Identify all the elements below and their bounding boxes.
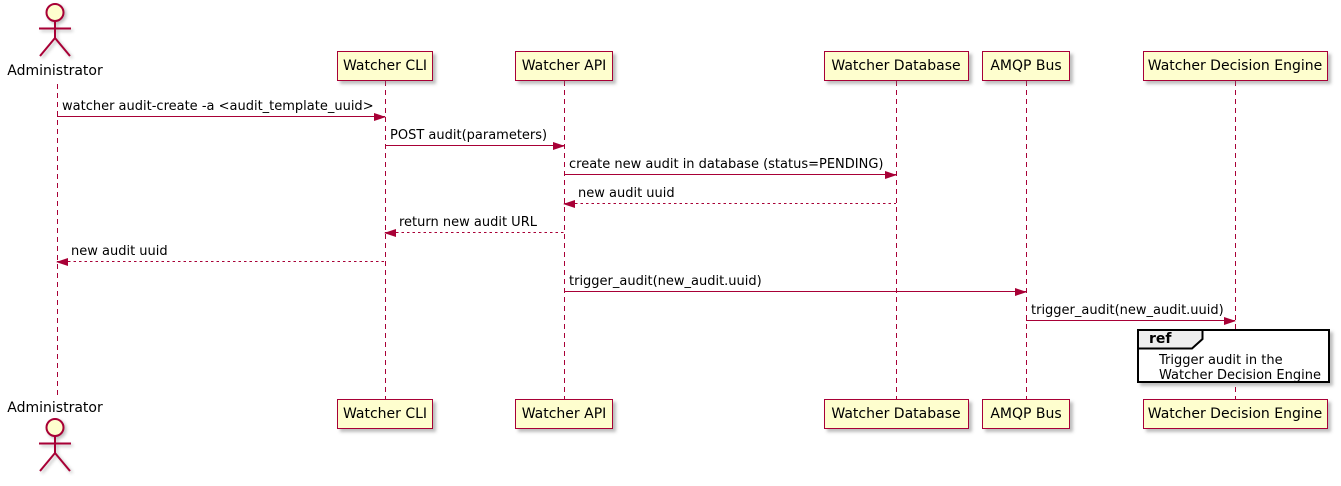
actor-top-admin bbox=[34, 2, 76, 64]
message-5: return new audit URL bbox=[384, 215, 564, 237]
actor-label-bottom-admin: Administrator bbox=[7, 400, 103, 416]
ref-body-text: Trigger audit in the Watcher Decision En… bbox=[1159, 353, 1321, 383]
participant-box-top-cli: Watcher CLI bbox=[337, 51, 433, 81]
participant-label: Watcher Database bbox=[831, 58, 961, 74]
arrowhead-icon bbox=[553, 142, 565, 150]
lifeline-amqp bbox=[1026, 81, 1027, 399]
message-line bbox=[57, 115, 385, 117]
actor-stick-figure-icon bbox=[39, 3, 71, 57]
arrowhead-icon bbox=[56, 258, 68, 266]
message-label: POST audit(parameters) bbox=[390, 128, 548, 143]
message-2: POST audit(parameters) bbox=[385, 128, 565, 150]
message-label: new audit uuid bbox=[71, 244, 168, 259]
lifeline-db bbox=[896, 81, 897, 399]
participant-box-bottom-api: Watcher API bbox=[515, 399, 613, 429]
ref-fragment: ref Trigger audit in the Watcher Decisio… bbox=[1137, 329, 1330, 383]
message-6: new audit uuid bbox=[56, 244, 385, 266]
message-8: trigger_audit(new_audit.uuid) bbox=[1026, 303, 1236, 325]
message-line bbox=[564, 202, 896, 204]
participant-label: AMQP Bus bbox=[990, 406, 1062, 422]
lifeline-cli bbox=[385, 81, 386, 399]
message-line bbox=[57, 260, 385, 262]
message-label: create new audit in database (status=PEN… bbox=[569, 157, 884, 172]
participant-box-top-amqp: AMQP Bus bbox=[982, 51, 1070, 81]
message-label: trigger_audit(new_audit.uuid) bbox=[1031, 303, 1224, 318]
participant-box-bottom-db: Watcher Database bbox=[823, 399, 969, 429]
arrowhead-icon bbox=[563, 200, 575, 208]
lifeline-wde bbox=[1235, 81, 1236, 399]
arrowhead-icon bbox=[885, 171, 897, 179]
arrowhead-icon bbox=[1015, 288, 1027, 296]
message-label: watcher audit-create -a <audit_template_… bbox=[62, 99, 374, 114]
participant-label: Watcher API bbox=[521, 406, 607, 422]
participant-box-top-db: Watcher Database bbox=[823, 51, 969, 81]
participant-box-bottom-amqp: AMQP Bus bbox=[982, 399, 1070, 429]
participant-box-top-wde: Watcher Decision Engine bbox=[1142, 51, 1328, 81]
participant-label: Watcher Database bbox=[831, 406, 961, 422]
message-line bbox=[564, 173, 896, 175]
ref-tab-shape bbox=[1137, 329, 1204, 350]
actor-stick-figure-icon bbox=[39, 418, 71, 472]
message-line bbox=[385, 231, 564, 233]
participant-label: Watcher CLI bbox=[342, 58, 428, 74]
lifeline-api bbox=[564, 81, 565, 399]
actor-label-top-admin: Administrator bbox=[7, 63, 103, 79]
participant-box-bottom-cli: Watcher CLI bbox=[337, 399, 433, 429]
participant-label: Watcher Decision Engine bbox=[1147, 58, 1323, 74]
message-3: create new audit in database (status=PEN… bbox=[564, 157, 897, 179]
participant-label: Watcher Decision Engine bbox=[1147, 406, 1323, 422]
message-7: trigger_audit(new_audit.uuid) bbox=[564, 274, 1027, 296]
participant-label: Watcher API bbox=[521, 58, 607, 74]
participant-box-bottom-wde: Watcher Decision Engine bbox=[1142, 399, 1328, 429]
arrowhead-icon bbox=[374, 113, 386, 121]
participant-box-top-api: Watcher API bbox=[515, 51, 613, 81]
message-line bbox=[385, 144, 564, 146]
message-label: new audit uuid bbox=[578, 186, 675, 201]
message-label: return new audit URL bbox=[399, 215, 537, 230]
participant-label: AMQP Bus bbox=[990, 58, 1062, 74]
ref-line-2: Watcher Decision Engine bbox=[1159, 368, 1321, 383]
message-4: new audit uuid bbox=[563, 186, 896, 208]
participant-label: Watcher CLI bbox=[342, 406, 428, 422]
arrowhead-icon bbox=[1224, 317, 1236, 325]
lifeline-admin bbox=[57, 84, 58, 398]
message-line bbox=[1026, 319, 1235, 321]
message-label: trigger_audit(new_audit.uuid) bbox=[569, 274, 762, 289]
message-1: watcher audit-create -a <audit_template_… bbox=[57, 99, 386, 121]
arrowhead-icon bbox=[384, 229, 396, 237]
actor-bottom-admin bbox=[34, 417, 76, 479]
ref-line-1: Trigger audit in the bbox=[1159, 353, 1283, 368]
message-line bbox=[564, 290, 1026, 292]
ref-keyword-label: ref bbox=[1149, 331, 1172, 347]
